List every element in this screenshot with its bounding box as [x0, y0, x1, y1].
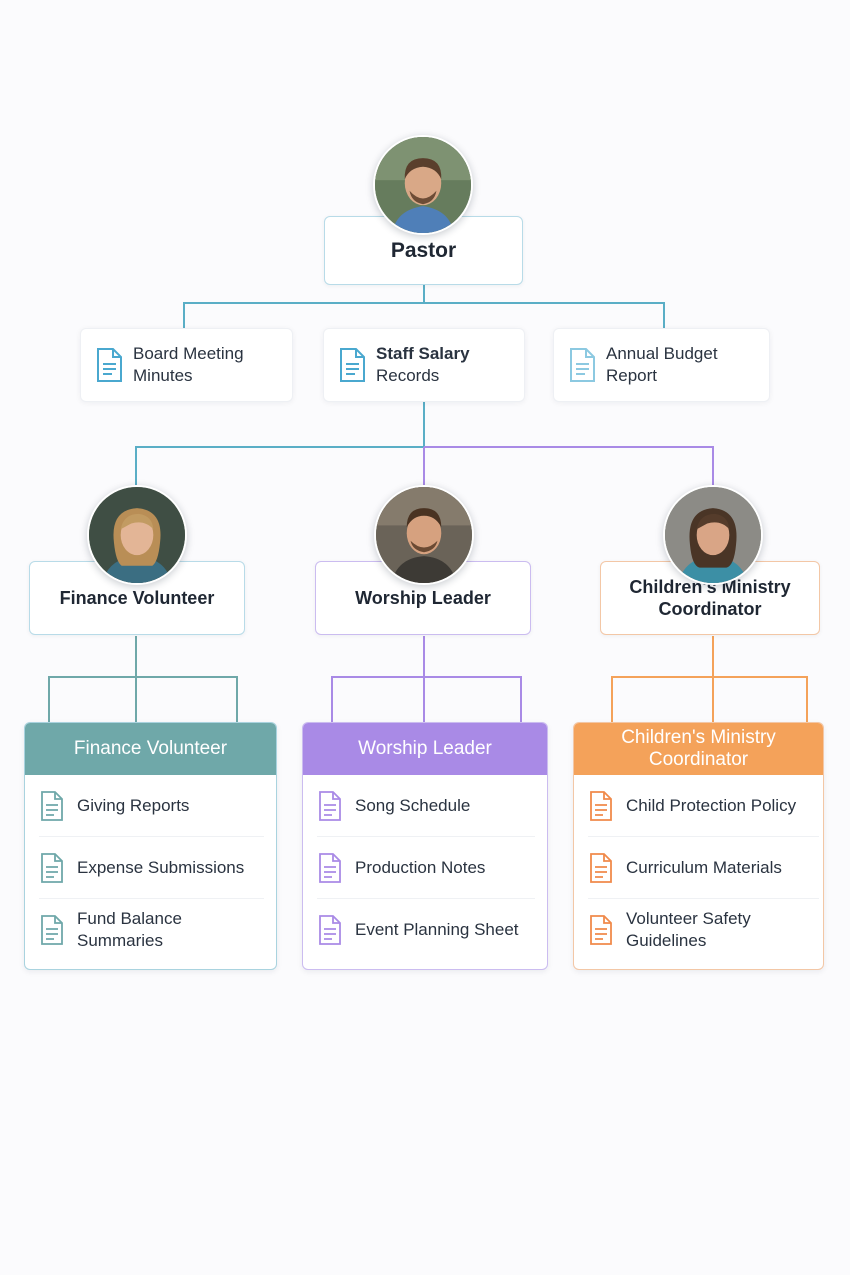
role-title-line2: Coordinator [658, 599, 762, 619]
person-icon [376, 487, 472, 583]
item-label: Event Planning Sheet [355, 920, 519, 939]
list-item[interactable]: Song Schedule [317, 775, 535, 837]
item-label: Curriculum Materials [626, 857, 782, 877]
doc-label-line2: Records [376, 366, 440, 385]
item-label-line2: Summaries [77, 931, 163, 950]
item-label: Child Protection Policy [626, 795, 797, 815]
document-icon [319, 852, 341, 883]
list-item[interactable]: Volunteer Safety Guidelines [588, 899, 819, 961]
doc-label-line1: Annual Budget [606, 344, 718, 363]
document-icon [340, 348, 365, 382]
panel-title: Worship Leader [358, 738, 492, 759]
panel-header: Finance Volunteer [25, 723, 276, 775]
childrens-ministry-panel: Children's Ministry Coordinator Child Pr… [573, 722, 824, 970]
document-icon [319, 790, 341, 821]
doc-label-line2: Report [606, 366, 658, 385]
person-icon [89, 487, 185, 583]
panel-document-list: Child Protection Policy Curriculum Mater… [574, 775, 823, 961]
worship-leader-avatar [374, 485, 474, 585]
list-item[interactable]: Giving Reports [39, 775, 264, 837]
panel-title-line1: Children's Ministry [621, 727, 776, 748]
panel-header: Children's Ministry Coordinator [574, 723, 823, 775]
doc-staff-salary-records[interactable]: Staff Salary Records [323, 328, 525, 402]
panel-title-line2: Coordinator [648, 749, 749, 770]
doc-label-line1: Board Meeting [133, 344, 244, 363]
document-icon [319, 915, 341, 945]
panel-title: Finance Volunteer [73, 738, 228, 759]
pastor-avatar [373, 135, 473, 235]
panel-document-list: Song Schedule Production Notes Event Pla… [303, 775, 547, 961]
role-title-line1: Children's Ministry [629, 577, 791, 597]
document-icon [41, 790, 63, 821]
document-icon [41, 915, 63, 945]
worship-leader-panel: Worship Leader Song Schedule Production … [302, 722, 548, 970]
doc-label-line1: Staff Salary [376, 344, 470, 363]
person-icon [375, 137, 471, 233]
document-icon [97, 348, 122, 382]
item-label-line1: Volunteer Safety [626, 909, 751, 928]
panel-document-list: Giving Reports Expense Submissions Fund … [25, 775, 276, 961]
document-icon [41, 852, 63, 883]
list-item[interactable]: Fund Balance Summaries [39, 899, 264, 961]
list-item[interactable]: Expense Submissions [39, 837, 264, 899]
item-label: Song Schedule [355, 795, 471, 815]
document-icon [590, 852, 612, 883]
doc-annual-budget-report[interactable]: Annual Budget Report [553, 328, 770, 402]
childrens-ministry-box[interactable]: Children's Ministry Coordinator [600, 561, 820, 635]
panel-header: Worship Leader [303, 723, 547, 775]
item-label: Expense Submissions [77, 857, 245, 877]
item-label-line1: Fund Balance [77, 909, 182, 928]
document-icon [590, 790, 612, 821]
list-item[interactable]: Event Planning Sheet [317, 899, 535, 961]
list-item[interactable]: Production Notes [317, 837, 535, 899]
document-icon [570, 348, 595, 382]
item-label: Giving Reports [77, 795, 190, 815]
item-label: Production Notes [355, 857, 486, 877]
doc-label-line2: Minutes [133, 366, 193, 385]
doc-board-meeting-minutes[interactable]: Board Meeting Minutes [80, 328, 293, 402]
document-icon [590, 915, 612, 945]
finance-volunteer-avatar [87, 485, 187, 585]
person-icon [665, 487, 761, 583]
role-title: Worship Leader [355, 588, 491, 608]
role-title: Finance Volunteer [59, 588, 215, 608]
list-item[interactable]: Curriculum Materials [588, 837, 819, 899]
list-item[interactable]: Child Protection Policy [588, 775, 819, 837]
item-label-line2: Guidelines [626, 931, 707, 950]
pastor-title: Pastor [390, 238, 457, 262]
childrens-ministry-avatar [663, 485, 763, 585]
finance-volunteer-panel: Finance Volunteer Giving Reports Expense… [24, 722, 277, 970]
